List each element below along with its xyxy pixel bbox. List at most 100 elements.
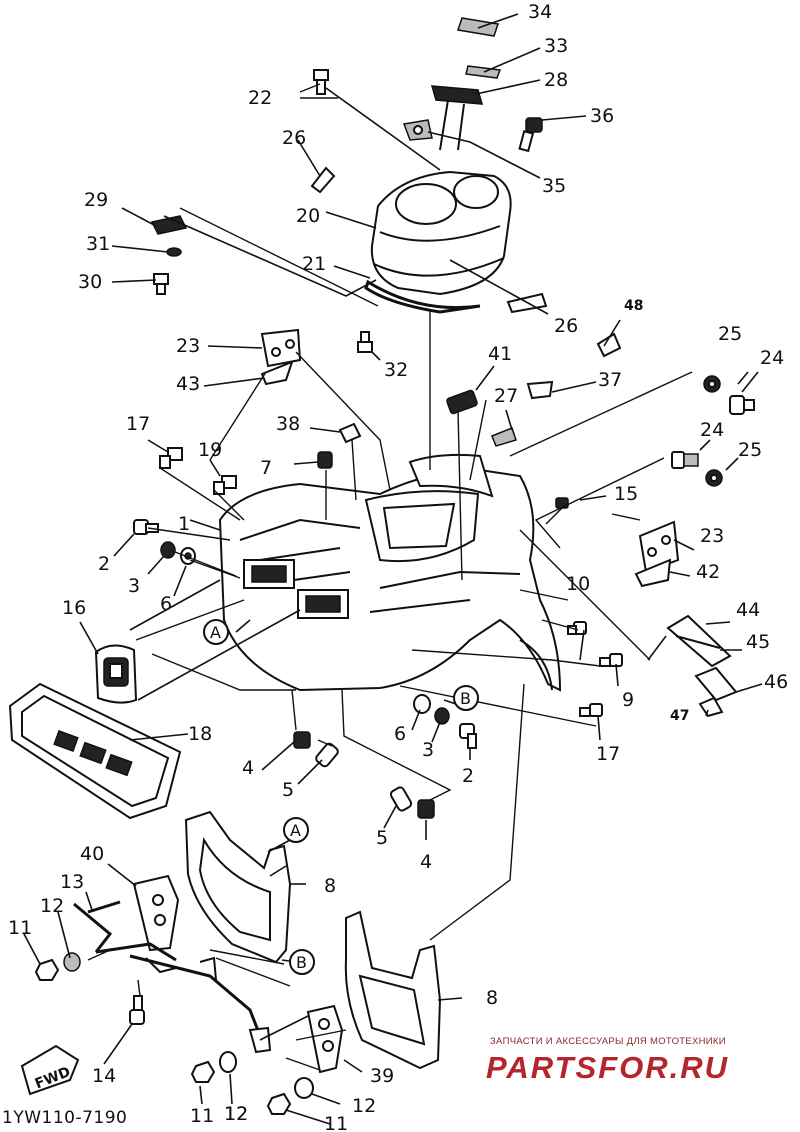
part-16-headlight bbox=[94, 644, 138, 704]
part-7-grommet bbox=[317, 451, 333, 469]
part-37-clip bbox=[526, 380, 554, 400]
part-1-front-fender bbox=[218, 453, 562, 692]
part-25-washer-lower bbox=[705, 469, 723, 487]
callout-29: 29 bbox=[84, 189, 108, 211]
part-3-washer-center bbox=[434, 707, 450, 725]
part-14-bolt bbox=[129, 995, 145, 1025]
callout-4-right: 4 bbox=[420, 851, 432, 873]
part-28-bracket bbox=[430, 85, 484, 151]
callout-3-center: 3 bbox=[422, 739, 434, 761]
part-36-bolt bbox=[518, 117, 543, 153]
part-4-nut-right bbox=[417, 799, 435, 819]
part-26-label-lower bbox=[506, 292, 548, 314]
callout-34: 34 bbox=[528, 1, 552, 23]
callout-12-bottom-b: 12 bbox=[352, 1095, 376, 1117]
svg-text:B: B bbox=[460, 689, 471, 708]
callout-2-center: 2 bbox=[462, 765, 474, 787]
part-31-washer bbox=[166, 247, 182, 257]
part-24-bolt-upper bbox=[729, 395, 755, 415]
callout-6-center: 6 bbox=[394, 723, 406, 745]
callout-22: 22 bbox=[248, 87, 272, 109]
part-12-washer-left bbox=[63, 952, 81, 972]
svg-text:A: A bbox=[290, 821, 301, 840]
callout-40: 40 bbox=[80, 843, 104, 865]
part-17-screw-right bbox=[579, 703, 603, 717]
part-38-label bbox=[338, 422, 362, 444]
part-41-lamp bbox=[446, 389, 478, 415]
part-2-bolt-center bbox=[459, 723, 477, 749]
part-39-bracket bbox=[306, 1004, 344, 1074]
callout-33: 33 bbox=[544, 35, 568, 57]
callout-48: 48 bbox=[624, 298, 643, 314]
callout-15: 15 bbox=[614, 483, 638, 505]
callout-18: 18 bbox=[188, 723, 212, 745]
diagram-code: 1YW110-7190 bbox=[2, 1108, 128, 1128]
callout-42: 42 bbox=[696, 561, 720, 583]
callout-6-left: 6 bbox=[160, 593, 172, 615]
callout-25-upper: 25 bbox=[718, 323, 742, 345]
part-11-nut-bottom-left bbox=[190, 1060, 216, 1083]
callout-30: 30 bbox=[78, 271, 102, 293]
callout-39: 39 bbox=[370, 1065, 394, 1087]
part-35-clip bbox=[402, 119, 433, 141]
callout-11-left: 11 bbox=[8, 917, 32, 939]
part-5-bushing-right bbox=[389, 786, 413, 812]
callout-27: 27 bbox=[494, 385, 518, 407]
fwd-arrow: FWD bbox=[20, 1044, 80, 1096]
callout-35: 35 bbox=[542, 175, 566, 197]
callout-36: 36 bbox=[590, 105, 614, 127]
callout-46: 46 bbox=[764, 671, 788, 693]
part-3-washer-left bbox=[160, 541, 176, 559]
callout-11-bottom-a: 11 bbox=[190, 1105, 214, 1127]
callout-26-upper: 26 bbox=[282, 127, 306, 149]
callout-4-left: 4 bbox=[242, 757, 254, 779]
callout-31: 31 bbox=[86, 233, 110, 255]
leader-lines bbox=[23, 13, 763, 1125]
part-40-bracket bbox=[132, 874, 180, 952]
part-29-plate bbox=[150, 215, 188, 235]
callout-24-upper: 24 bbox=[760, 347, 784, 369]
part-32-screw bbox=[357, 331, 373, 353]
callout-17-right: 17 bbox=[596, 743, 620, 765]
part-20-meter-housing bbox=[370, 170, 512, 296]
callout-12-bottom-a: 12 bbox=[224, 1103, 248, 1125]
callout-17-left: 17 bbox=[126, 413, 150, 435]
callout-16: 16 bbox=[62, 597, 86, 619]
part-8-mudflap-right bbox=[344, 910, 442, 1070]
ref-circle-a-left: A bbox=[203, 619, 229, 645]
ref-circle-a-lower: A bbox=[283, 817, 309, 843]
callout-7: 7 bbox=[260, 457, 272, 479]
part-21-gasket bbox=[364, 279, 481, 314]
callout-23-left: 23 bbox=[176, 335, 200, 357]
callout-8-lower: 8 bbox=[486, 987, 498, 1009]
ref-circle-b-lower: B bbox=[289, 949, 315, 975]
part-25-washer-upper bbox=[703, 375, 721, 393]
callout-47: 47 bbox=[670, 708, 689, 724]
callout-45: 45 bbox=[746, 631, 770, 653]
svg-text:A: A bbox=[210, 623, 221, 642]
callout-2-left: 2 bbox=[98, 553, 110, 575]
part-9-screw bbox=[599, 653, 623, 667]
callout-11-bottom-b: 11 bbox=[324, 1113, 348, 1132]
callout-3-left: 3 bbox=[128, 575, 140, 597]
part-8-mudflap-left bbox=[184, 810, 292, 964]
callout-20: 20 bbox=[296, 205, 320, 227]
callout-32: 32 bbox=[384, 359, 408, 381]
callout-26-lower: 26 bbox=[554, 315, 578, 337]
part-13-stay bbox=[73, 900, 177, 962]
callout-10: 10 bbox=[566, 573, 590, 595]
watermark-brand: PARTSFOR.RU bbox=[486, 1050, 730, 1085]
svg-text:B: B bbox=[296, 953, 307, 972]
callout-12-left: 12 bbox=[40, 895, 64, 917]
callout-5-left: 5 bbox=[282, 779, 294, 801]
part-30-screw bbox=[153, 273, 169, 295]
part-11-nut-bottom-right bbox=[266, 1092, 292, 1115]
part-6-washer-center bbox=[413, 694, 431, 714]
ref-circle-b-center: B bbox=[453, 685, 479, 711]
watermark-caption: ЗАПЧАСТИ И АКСЕССУАРЫ ДЛЯ МОТОТЕХНИКИ bbox=[490, 1036, 726, 1047]
part-43-pad bbox=[260, 360, 294, 386]
part-23-bracket-right bbox=[638, 520, 680, 574]
part-12-washer-bottom-left bbox=[219, 1051, 237, 1073]
part-47-label bbox=[698, 696, 724, 718]
